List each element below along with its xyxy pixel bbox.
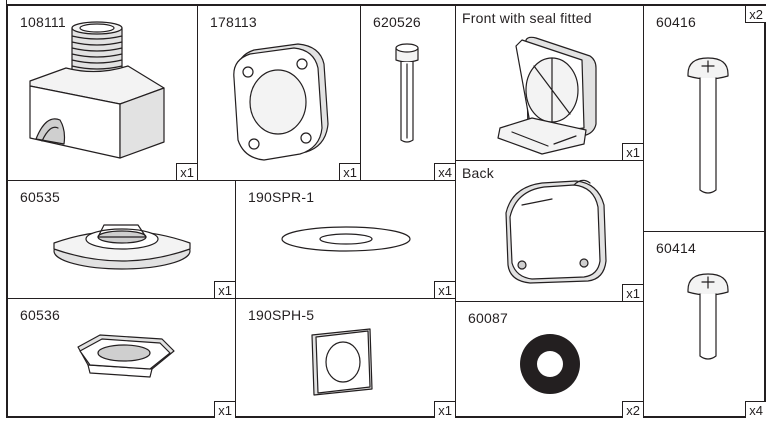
part-cell-620526: 620526 x4 <box>361 6 456 181</box>
part-quantity: x1 <box>214 281 235 298</box>
parts-grid-frame: 108111 x1 178113 <box>6 4 766 418</box>
part-cell-60536: 60536 x1 <box>8 299 236 418</box>
part-cell-60416: 60416 x2 <box>644 6 766 232</box>
part-code: 60536 <box>20 307 60 323</box>
part-code: 108111 <box>20 14 66 30</box>
round-mount-flange-icon <box>53 224 191 270</box>
short-bolt-icon <box>687 273 729 360</box>
part-code: 190SPH-5 <box>248 307 315 323</box>
part-code: 190SPR-1 <box>248 189 315 205</box>
part-cell-190spr-1: 190SPR-1 x1 <box>236 181 456 299</box>
flat-washer-ring-icon <box>281 226 411 252</box>
part-quantity: x1 <box>622 284 643 301</box>
part-code: 60416 <box>656 14 696 30</box>
small-mount-plate-icon <box>77 334 175 378</box>
long-bolt-icon <box>687 57 729 194</box>
part-quantity: x4 <box>434 163 455 180</box>
part-quantity: x1 <box>434 281 455 298</box>
part-quantity: x2 <box>622 401 643 418</box>
sheet-top-edge <box>6 0 137 4</box>
cap-screw-icon <box>395 43 419 143</box>
part-quantity: x1 <box>622 143 643 160</box>
part-code: 60087 <box>468 310 508 326</box>
threaded-base-block-icon <box>29 21 165 159</box>
part-quantity: x4 <box>745 401 766 418</box>
part-cell-back: Back x1 <box>456 161 644 302</box>
part-quantity: x1 <box>214 401 235 418</box>
square-plate-with-hole-icon <box>233 43 329 161</box>
square-gasket-icon <box>311 328 373 396</box>
part-quantity: x1 <box>434 401 455 418</box>
part-cell-190sph-5: 190SPH-5 x1 <box>236 299 456 418</box>
part-cell-60414: 60414 x4 <box>644 232 766 418</box>
part-code: 620526 <box>373 14 421 30</box>
part-quantity: x2 <box>745 6 766 23</box>
black-o-ring-icon <box>520 334 580 394</box>
part-code: 60414 <box>656 240 696 256</box>
part-cell-178113: 178113 x1 <box>198 6 361 181</box>
part-quantity: x1 <box>339 163 360 180</box>
part-code: Back <box>462 165 494 181</box>
part-code: 178113 <box>210 14 257 30</box>
part-cell-60535: 60535 x1 <box>8 181 236 299</box>
part-quantity: x1 <box>176 163 197 180</box>
part-code: Front with seal fitted <box>462 10 592 26</box>
part-code: 60535 <box>20 189 60 205</box>
housing-front-icon <box>497 36 597 155</box>
part-cell-front-with-seal-fitted: Front with seal fitted x1 <box>456 6 644 161</box>
housing-back-icon <box>505 179 607 284</box>
part-cell-108111: 108111 x1 <box>8 6 198 181</box>
part-cell-60087: 60087 x2 <box>456 302 644 418</box>
